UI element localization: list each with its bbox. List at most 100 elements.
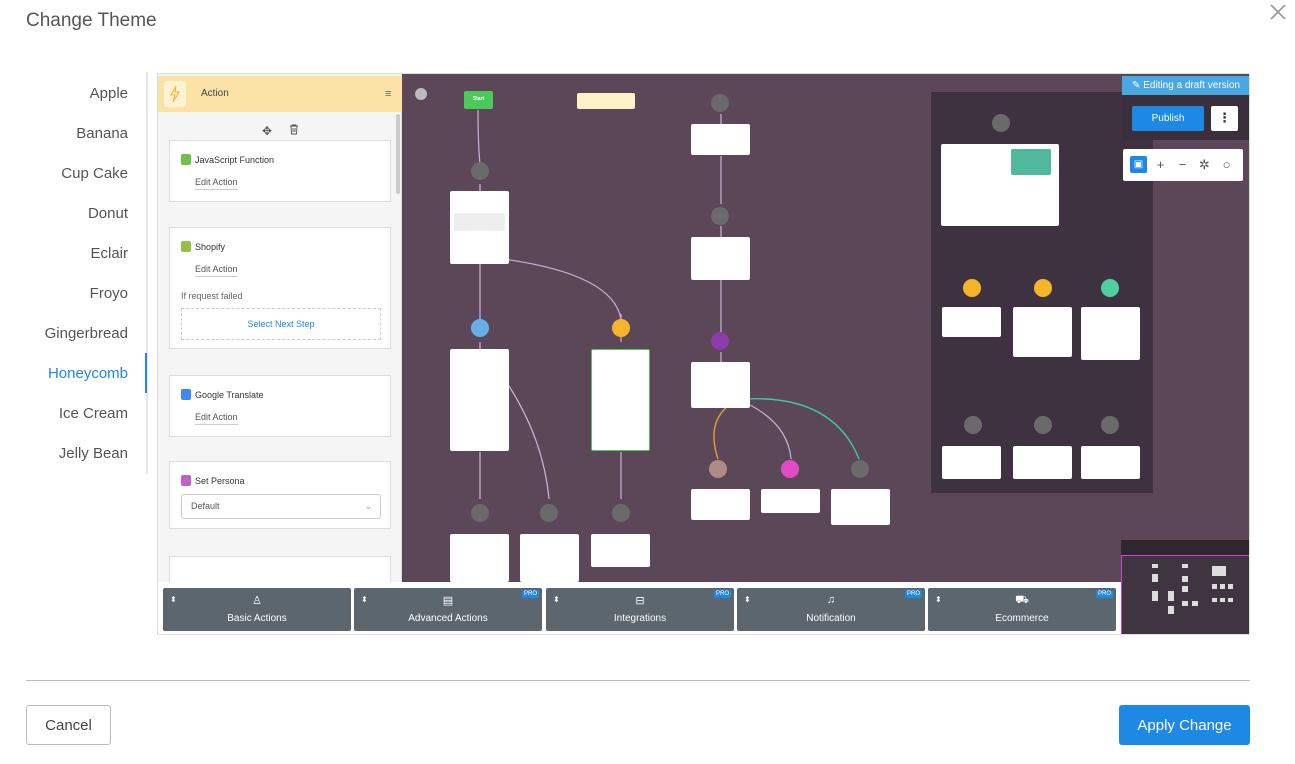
action-card-set-persona: Set Persona Default ⌄ (169, 461, 391, 529)
message-node-icon[interactable] (540, 504, 558, 522)
theme-item-honeycomb[interactable]: Honeycomb (47, 365, 128, 382)
message-node[interactable] (691, 124, 750, 155)
card-title: JavaScript Function (195, 155, 275, 165)
action-node-icon[interactable] (963, 279, 981, 297)
goto-node-icon[interactable] (781, 460, 799, 478)
theme-item-donut[interactable]: Donut (87, 205, 128, 222)
cancel-button[interactable]: Cancel (26, 705, 111, 745)
theme-item-apple[interactable]: Apple (89, 85, 128, 102)
theme-item-froyo[interactable]: Froyo (89, 285, 128, 302)
condition-node[interactable] (1081, 307, 1140, 360)
randomizer-node[interactable] (691, 362, 750, 408)
message-node-icon[interactable] (1034, 416, 1052, 434)
close-icon[interactable] (1266, 0, 1290, 24)
action-node[interactable] (942, 307, 1001, 337)
condition-node-icon[interactable] (1101, 279, 1119, 297)
theme-item-eclair[interactable]: Eclair (90, 245, 128, 262)
minimap-viewport (1121, 555, 1249, 634)
briefcase-icon: ▤ (442, 595, 454, 607)
message-node-icon[interactable] (471, 162, 489, 180)
notification-button[interactable]: ⬍ PRO ♫ Notification (737, 588, 925, 631)
ecommerce-button[interactable]: ⬍ PRO ⛟ Ecommerce (928, 588, 1116, 631)
message-node-icon[interactable] (711, 207, 729, 225)
fit-screen-icon[interactable]: ✲ (1199, 157, 1210, 172)
message-node-icon[interactable] (612, 504, 630, 522)
message-node[interactable] (942, 446, 1001, 479)
fail-label: If request failed (181, 291, 243, 301)
integrations-button[interactable]: ⬍ PRO ⊟ Integrations (546, 588, 734, 631)
email-node-icon[interactable] (709, 460, 727, 478)
draft-badge-label: Editing a draft version (1143, 80, 1240, 91)
edit-action-button[interactable]: Edit Action (195, 177, 238, 190)
advanced-actions-button[interactable]: ⬍ PRO ▤ Advanced Actions (354, 588, 542, 631)
minimap-nodes (1152, 564, 1233, 614)
hamburger-icon[interactable]: ≡ (385, 88, 392, 100)
email-node[interactable] (691, 489, 750, 520)
more-options-icon[interactable]: ⋮ (1211, 106, 1238, 131)
action-node-icon[interactable] (1034, 279, 1052, 297)
publish-button[interactable]: Publish (1132, 106, 1204, 131)
panel-header: Action ≡ (158, 76, 402, 112)
note-node[interactable] (577, 93, 635, 109)
edit-action-button[interactable]: Edit Action (195, 412, 238, 425)
move-icon[interactable]: ✥ (262, 124, 273, 138)
translate-icon (181, 389, 191, 400)
message-node-icon[interactable] (992, 114, 1010, 132)
action-node[interactable] (1013, 307, 1072, 357)
randomizer-node-icon[interactable] (711, 332, 729, 350)
theme-item-ice-cream[interactable]: Ice Cream (58, 405, 128, 422)
select-next-step[interactable]: Select Next Step (181, 308, 381, 340)
theme-item-cup-cake[interactable]: Cup Cake (61, 165, 128, 182)
upload-icon[interactable] (415, 88, 427, 100)
action-node-icon[interactable] (612, 319, 630, 337)
question-node-icon[interactable] (471, 319, 489, 337)
card-title: Google Translate (195, 390, 264, 400)
sort-icon: ⬍ (553, 595, 560, 604)
carousel-node[interactable] (941, 144, 1059, 226)
message-node-icon[interactable] (711, 94, 729, 112)
message-node[interactable] (831, 489, 890, 525)
start-node[interactable]: Start (464, 91, 493, 109)
folder-icon[interactable]: ▣ (1130, 156, 1147, 173)
flow-canvas[interactable]: Start (403, 74, 1249, 634)
message-node-icon[interactable] (1101, 416, 1119, 434)
message-node[interactable] (1081, 446, 1140, 479)
user-icon: ♙ (252, 595, 262, 607)
message-node[interactable] (450, 534, 509, 582)
card-tools: ✥ (262, 124, 299, 138)
theme-item-jelly-bean[interactable]: Jelly Bean (58, 445, 128, 462)
zoom-in-icon[interactable]: + (1156, 157, 1165, 172)
message-node[interactable] (691, 237, 750, 280)
minimap[interactable] (1121, 540, 1249, 634)
gallery-node[interactable] (520, 534, 579, 582)
message-node-icon[interactable] (851, 460, 869, 478)
pro-badge: PRO (904, 590, 922, 598)
pro-badge: PRO (521, 590, 539, 598)
theme-list: Apple Banana Cup Cake Donut Eclair Froyo… (0, 72, 148, 474)
goto-node[interactable] (761, 489, 820, 513)
edit-action-button[interactable]: Edit Action (195, 264, 238, 277)
toolbar-label: Basic Actions (227, 613, 287, 624)
basic-actions-button[interactable]: ⬍ ♙ Basic Actions (163, 588, 351, 631)
persona-select[interactable]: Default ⌄ (181, 494, 381, 519)
message-node-icon[interactable] (964, 416, 982, 434)
action-node[interactable] (591, 349, 650, 451)
panel-scrollbar[interactable] (396, 114, 400, 194)
trash-icon[interactable] (289, 124, 299, 138)
search-icon[interactable]: ○ (1222, 157, 1231, 172)
message-node-icon[interactable] (471, 504, 489, 522)
apply-change-button[interactable]: Apply Change (1119, 705, 1250, 745)
pro-badge: PRO (713, 590, 731, 598)
question-node[interactable] (450, 349, 509, 451)
start-node-label: Start (472, 96, 485, 102)
theme-item-gingerbread[interactable]: Gingerbread (44, 325, 128, 342)
actions-toolbar: ⬍ ♙ Basic Actions ⬍ PRO ▤ Advanced Actio… (158, 582, 1121, 634)
zoom-out-icon[interactable]: − (1178, 157, 1187, 172)
theme-item-banana[interactable]: Banana (76, 125, 128, 142)
message-node[interactable] (591, 534, 650, 567)
panel-header-title: Action (201, 88, 229, 99)
toolbar-label: Notification (806, 613, 856, 624)
message-node[interactable] (1013, 446, 1072, 479)
persona-select-value: Default (191, 501, 220, 511)
message-node[interactable] (450, 191, 509, 264)
